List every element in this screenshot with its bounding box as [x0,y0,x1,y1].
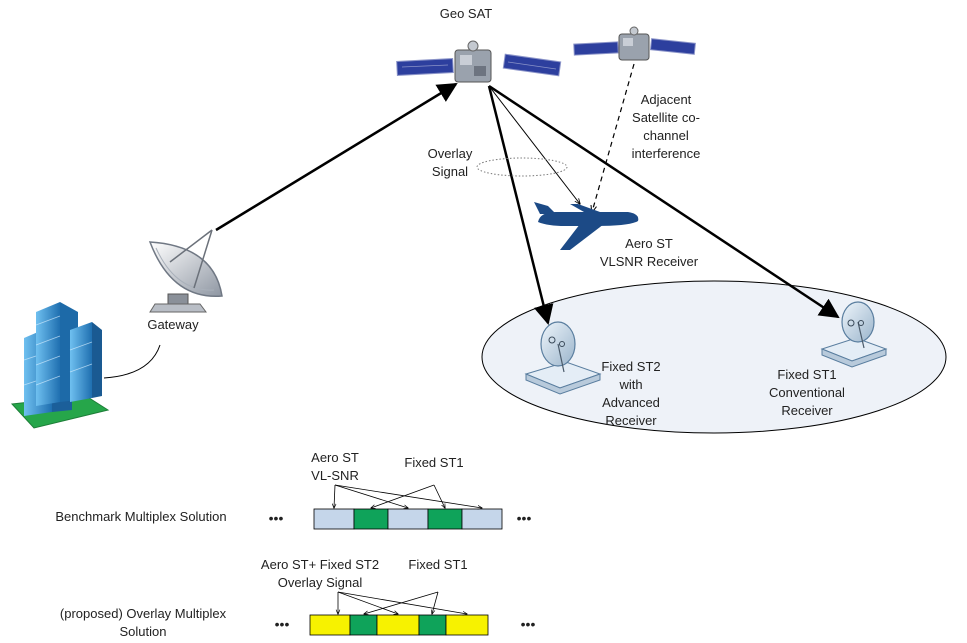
benchmark-fixed-label: Fixed ST1 [404,455,463,470]
aircraft-icon [534,202,639,250]
svg-text:interference: interference [632,146,701,161]
benchmark-slot-aero-3 [461,508,503,530]
benchmark-slot-fixed-2 [427,508,463,530]
adjacent-interference-label: Adjacent Satellite co- channel interfere… [632,92,701,161]
benchmark-slots [313,508,503,530]
svg-text:Overlay: Overlay [428,146,473,161]
gateway-dish-icon [148,229,223,313]
benchmark-slot-aero-2 [387,508,429,530]
proposed-slots [309,614,489,636]
benchmark-slot-fixed-1 [353,508,389,530]
svg-text:Fixed ST1: Fixed ST1 [777,367,836,382]
proposed-slot-fixed-1 [349,614,378,636]
fixed-st1-dish-icon [820,301,888,368]
benchmark-title: Benchmark Multiplex Solution [55,509,226,524]
proposed-ellipsis-right: ••• [521,616,536,632]
svg-text:Receiver: Receiver [781,403,833,418]
benchmark-ellipsis-left: ••• [269,510,284,526]
proposed-aero-label: Aero ST+ Fixed ST2 [261,557,379,572]
svg-text:channel: channel [643,128,689,143]
interference-arrow [592,63,635,212]
coverage-area-ellipse [481,280,947,434]
svg-text:Signal: Signal [432,164,468,179]
overlay-signal-ellipse [476,157,568,177]
proposed-slot-overlay-3 [445,614,489,636]
adjacent-satellite-icon [573,26,696,61]
svg-text:Aero ST: Aero ST [625,236,673,251]
svg-text:Advanced: Advanced [602,395,660,410]
geo-satellite-icon [396,40,562,83]
svg-text:with: with [618,377,642,392]
svg-text:Adjacent: Adjacent [641,92,692,107]
proposed-mapping-arrows [338,591,467,614]
proposed-slot-fixed-2 [418,614,447,636]
fixed-st2-dish-icon [524,321,602,395]
proposed-title: (proposed) Overlay Multiplex [60,606,227,621]
aero-downlink-arrow [488,85,580,204]
benchmark-mapping-arrows [334,484,482,508]
gateway-connection-line [103,344,161,379]
proposed-fixed-label: Fixed ST1 [408,557,467,572]
fixed-st1-label: Fixed ST1 Conventional Receiver [769,367,845,418]
proposed-slot-overlay-2 [376,614,420,636]
benchmark-ellipsis-right: ••• [517,510,532,526]
overlay-signal-label: Overlay Signal [428,146,473,179]
fixed-st1-downlink-arrow [488,84,840,319]
proposed-title-2: Solution [120,624,167,639]
proposed-ellipsis-left: ••• [275,616,290,632]
benchmark-multiplex: Benchmark Multiplex Solution Aero ST VL-… [55,450,532,530]
svg-text:VLSNR Receiver: VLSNR Receiver [600,254,699,269]
benchmark-slot-aero-1 [313,508,355,530]
proposed-slot-overlay-1 [309,614,351,636]
svg-text:Conventional: Conventional [769,385,845,400]
gateway-label: Gateway [147,317,199,332]
benchmark-aero-label-2: VL-SNR [311,468,359,483]
fixed-st2-downlink-arrow [487,85,554,325]
benchmark-aero-label: Aero ST [311,450,359,465]
svg-text:Satellite co-: Satellite co- [632,110,700,125]
svg-text:Fixed ST2: Fixed ST2 [601,359,660,374]
uplink-arrow [215,82,458,232]
fixed-st2-label: Fixed ST2 with Advanced Receiver [601,359,660,428]
svg-text:Receiver: Receiver [605,413,657,428]
aero-st-label: Aero ST VLSNR Receiver [600,236,699,269]
proposed-aero-label-2: Overlay Signal [278,575,363,590]
geo-sat-label: Geo SAT [440,6,493,21]
proposed-multiplex: (proposed) Overlay Multiplex Solution Ae… [60,557,536,639]
building-icon [10,302,110,429]
